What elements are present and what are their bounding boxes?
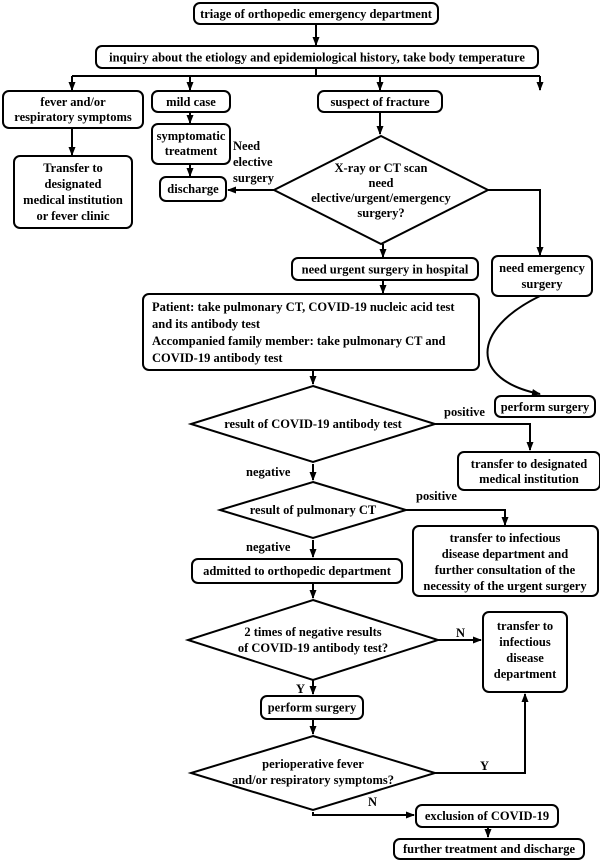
node-urgent: need urgent surgery in hospital xyxy=(291,257,479,281)
node-transfer-infectious-2-label-2: infectious xyxy=(499,635,551,649)
edge-label-y-2: Y xyxy=(480,759,489,773)
node-transfer-designated-label-2: medical institution xyxy=(479,472,579,486)
edge-label-negative-1: negative xyxy=(246,465,291,479)
node-transfer-designated: transfer to designated medical instituti… xyxy=(457,451,600,491)
node-admitted: admitted to orthopedic department xyxy=(191,558,403,584)
node-fever: fever and/or respiratory symptoms xyxy=(2,90,144,129)
node-admitted-label: admitted to orthopedic department xyxy=(203,564,392,578)
node-transfer-infectious-1-label-3: further consultation of the xyxy=(435,563,576,577)
node-transfer-infectious-1: transfer to infectious disease departmen… xyxy=(412,525,599,597)
node-ct-decision: result of pulmonary CT xyxy=(216,480,410,540)
node-transfer-infectious-2-label-1: transfer to xyxy=(497,619,553,633)
node-triage: triage of orthopedic emergency departmen… xyxy=(193,2,439,25)
node-transfer-fever-label-1: Transfer to xyxy=(43,161,103,175)
node-perform-surgery-2-label: perform surgery xyxy=(268,701,357,715)
edge-antibody-positive xyxy=(435,423,534,451)
edge-label-positive-2: positive xyxy=(416,489,457,503)
node-transfer-infectious-2-label-4: department xyxy=(494,667,557,681)
node-discharge: discharge xyxy=(159,176,227,202)
node-suspect: suspect of fracture xyxy=(317,90,443,113)
edge-label-elective-1: Need xyxy=(233,139,260,153)
edge-periop-transfer xyxy=(435,693,529,774)
edge-ct-positive xyxy=(406,509,509,526)
node-transfer-designated-label-1: transfer to designated xyxy=(471,457,587,471)
node-transfer-infectious-1-label-1: transfer to infectious xyxy=(450,531,561,545)
node-emergency-label-2: surgery xyxy=(522,277,564,291)
node-mild-label: mild case xyxy=(166,95,216,109)
node-perform-surgery-1-label: perform surgery xyxy=(501,400,590,414)
node-patient-tests-label-3: Accompanied family member: take pulmonar… xyxy=(152,334,446,348)
edge-label-elective-2: elective xyxy=(233,155,273,169)
node-further: further treatment and discharge xyxy=(393,838,585,860)
node-patient-tests: Patient: take pulmonary CT, COVID-19 nuc… xyxy=(142,293,480,371)
node-inquiry-label: inquiry about the etiology and epidemiol… xyxy=(109,51,525,65)
node-ct-label: result of pulmonary CT xyxy=(250,503,377,517)
node-transfer-fever: Transfer to designated medical instituti… xyxy=(13,155,133,229)
node-exclusion-label: exclusion of COVID-19 xyxy=(425,809,549,823)
node-periop-decision: perioperative fever and/or respiratory s… xyxy=(187,734,439,812)
node-two-times-decision: 2 times of negative results of COVID-19 … xyxy=(184,598,442,682)
node-xray-label-1: X-ray or CT scan xyxy=(335,161,428,175)
node-symptomatic-label-1: symptomatic xyxy=(157,129,226,143)
node-transfer-infectious-1-label-4: necessity of the urgent surgery xyxy=(423,579,587,593)
node-transfer-fever-label-3: medical institution xyxy=(23,193,123,207)
node-two-times-label-2: of COVID-19 antibody test? xyxy=(238,641,388,655)
node-perform-surgery-2: perform surgery xyxy=(260,695,364,720)
node-xray-label-3: elective/urgent/emergency xyxy=(311,191,451,205)
edge-label-positive-1: positive xyxy=(444,405,485,419)
node-periop-label-1: perioperative fever xyxy=(262,757,364,771)
node-emergency: need emergency surgery xyxy=(491,255,593,297)
edge-label-y-1: Y xyxy=(296,682,305,696)
edge-inquiry-split xyxy=(72,68,540,77)
node-xray-label-4: surgery? xyxy=(357,206,404,220)
node-symptomatic-label-2: treatment xyxy=(165,144,218,158)
node-transfer-infectious-1-label-2: disease department and xyxy=(442,547,568,561)
node-transfer-infectious-2-label-3: disease xyxy=(506,651,544,665)
node-urgent-label: need urgent surgery in hospital xyxy=(302,263,469,277)
node-antibody-decision: result of COVID-19 antibody test xyxy=(187,384,439,464)
node-patient-tests-label-4: COVID-19 antibody test xyxy=(152,351,283,365)
edge-periop-exclusion xyxy=(312,811,415,819)
edge-label-elective-3: surgery xyxy=(233,171,275,185)
edge-labels: Need elective surgery positive negative … xyxy=(233,139,489,809)
node-fever-label-1: fever and/or xyxy=(40,95,106,109)
edge-label-negative-2: negative xyxy=(246,540,291,554)
node-discharge-label: discharge xyxy=(167,182,219,196)
node-antibody-label: result of COVID-19 antibody test xyxy=(224,417,402,431)
node-patient-tests-label-1: Patient: take pulmonary CT, COVID-19 nuc… xyxy=(152,300,455,314)
node-inquiry: inquiry about the etiology and epidemiol… xyxy=(95,45,539,69)
node-suspect-label: suspect of fracture xyxy=(330,95,429,109)
node-triage-label: triage of orthopedic emergency departmen… xyxy=(200,7,433,21)
node-exclusion: exclusion of COVID-19 xyxy=(415,804,559,828)
node-fever-label-2: respiratory symptoms xyxy=(14,110,132,124)
node-xray-label-2: need xyxy=(369,176,394,190)
node-transfer-fever-label-2: designated xyxy=(45,177,102,191)
edges xyxy=(68,24,544,838)
edge-label-n-2: N xyxy=(368,795,377,809)
node-symptomatic: symptomatic treatment xyxy=(151,123,231,165)
node-periop-label-2: and/or respiratory symptoms? xyxy=(232,773,394,787)
edge-xray-emergency xyxy=(488,189,544,256)
node-transfer-infectious-2: transfer to infectious disease departmen… xyxy=(482,611,568,693)
node-patient-tests-label-2: and its antibody test xyxy=(152,317,261,331)
node-mild: mild case xyxy=(151,90,231,113)
node-further-label: further treatment and discharge xyxy=(403,842,576,856)
edge-emergency-perform xyxy=(486,295,541,396)
node-perform-surgery-1: perform surgery xyxy=(494,395,596,418)
node-transfer-fever-label-4: or fever clinic xyxy=(36,209,110,223)
edge-label-n-1: N xyxy=(456,626,465,640)
node-emergency-label-1: need emergency xyxy=(499,261,585,275)
node-two-times-label-1: 2 times of negative results xyxy=(244,625,381,639)
node-xray-decision: X-ray or CT scan need elective/urgent/em… xyxy=(271,134,491,246)
